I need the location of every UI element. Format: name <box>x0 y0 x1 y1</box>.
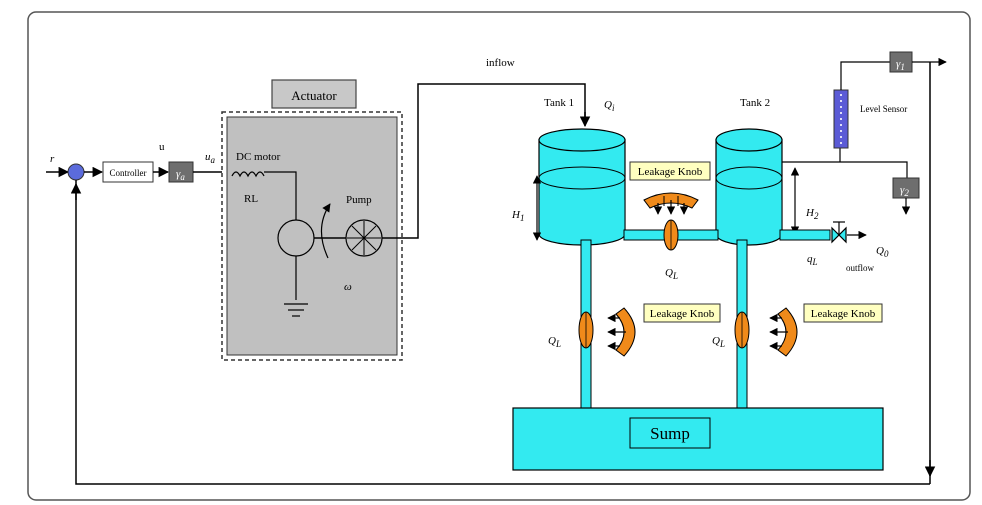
q0-label: Q0 <box>876 245 889 259</box>
u-label: u <box>159 141 165 153</box>
ql-middle-label: QL <box>665 267 678 281</box>
ql-right-label: QL <box>712 335 725 349</box>
level-sensor-label: Level Sensor <box>860 104 907 114</box>
actuator-title-box <box>271 79 357 109</box>
gain-1-label: γ1 <box>896 58 905 72</box>
ql-outflow-label: qL <box>807 253 818 267</box>
sump-label: Sump <box>650 424 690 443</box>
inflow-pipe <box>382 83 586 239</box>
inflow-label: inflow <box>486 57 515 69</box>
leakage-knob-2-label: Leakage Knob <box>650 308 715 320</box>
leakage-knob-2-icon[interactable] <box>607 307 636 357</box>
gain-2-label: γ2 <box>900 184 909 198</box>
omega-label: ω <box>344 281 352 293</box>
controller-label: Controller <box>110 168 147 178</box>
qi-label: Qi <box>604 99 615 113</box>
sump-label-box <box>629 417 711 449</box>
gain-a-label: γa <box>176 168 185 182</box>
leakage-knob-3-icon[interactable] <box>769 307 798 357</box>
motor-icon <box>277 219 315 257</box>
coil-icon <box>231 171 265 178</box>
tank-2 <box>715 128 783 246</box>
actuator-title: Actuator <box>291 88 337 103</box>
h2-label: H2 <box>805 207 819 221</box>
tank-1 <box>538 128 626 246</box>
rotation-arrow <box>320 203 331 259</box>
feedback-line <box>75 180 930 485</box>
h1-label: H1 <box>511 209 524 223</box>
outflow-valve-icon <box>831 221 847 244</box>
tank1-label: Tank 1 <box>544 97 574 109</box>
leakage-knob-1-label-box <box>629 161 711 181</box>
rl-label: RL <box>244 193 258 205</box>
motor-wire <box>264 171 297 220</box>
tank2-label: Tank 2 <box>740 97 770 109</box>
sensor-tap-line <box>782 161 908 178</box>
leakage-knob-3-label: Leakage Knob <box>811 308 876 320</box>
leakage-knob-2-label-box <box>643 303 721 323</box>
pump-label: Pump <box>346 194 372 206</box>
summing-node <box>67 163 85 181</box>
ql-left-label: QL <box>548 335 561 349</box>
outflow-label: outflow <box>846 263 874 273</box>
dc-motor-label: DC motor <box>236 151 281 163</box>
ua-label: ua <box>205 151 216 165</box>
leakage-knob-3-label-box <box>803 303 883 323</box>
pump-impeller-icon <box>347 221 381 255</box>
sensor-output-line <box>840 61 890 90</box>
leakage-knob-1-label: Leakage Knob <box>638 166 703 178</box>
reference-label: r <box>50 153 55 165</box>
leakage-knob-1-icon[interactable] <box>643 192 699 215</box>
outflow-pipe <box>779 229 831 241</box>
